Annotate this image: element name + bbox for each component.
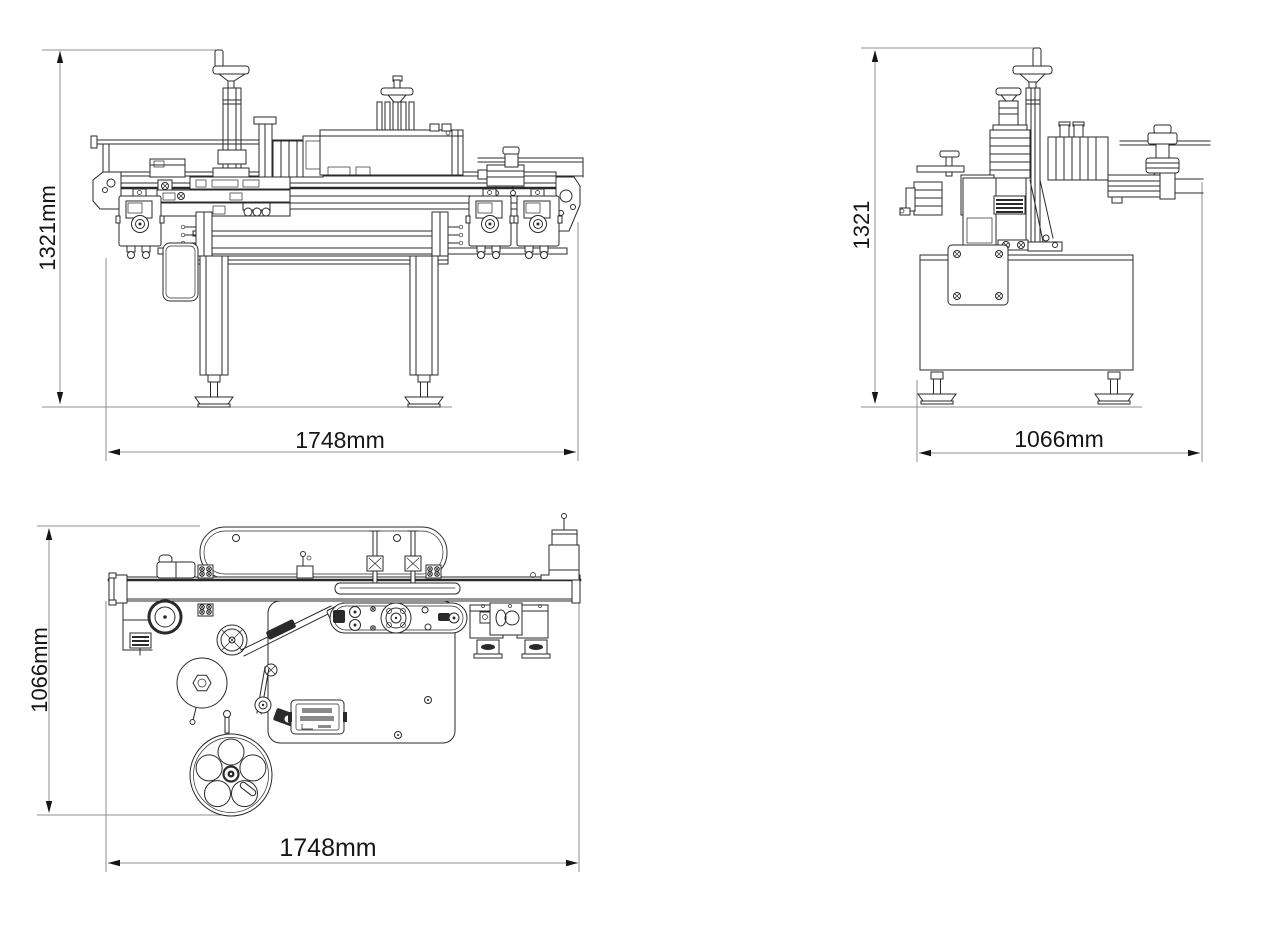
- side-machine: [899, 47, 1211, 405]
- top-belt-assembly: [329, 602, 468, 634]
- front-width-dimension: 1748mm: [108, 427, 576, 456]
- side-height-dimension: 1321: [849, 50, 879, 404]
- side-adjust-knob: [995, 87, 1022, 131]
- leveling-foot: [404, 374, 444, 408]
- leveling-foot: [1094, 371, 1134, 405]
- front-mid-assembly: [253, 116, 324, 178]
- front-width-dim-label: 1748mm: [295, 427, 384, 453]
- side-mount-plate: [947, 244, 1009, 306]
- bolt-icon: [161, 182, 169, 190]
- bolt-icon: [995, 292, 1003, 300]
- front-applicator-housing: [319, 75, 464, 176]
- logo-nameplate: [288, 699, 347, 735]
- top-drive-motor-left: [156, 554, 196, 579]
- front-under-table-box: [162, 242, 199, 302]
- top-pedestal: [296, 551, 314, 579]
- top-height-dim-label: 1066mm: [27, 627, 52, 713]
- top-rewind-wheel: [189, 733, 273, 817]
- front-labeling-head-column: [212, 49, 250, 178]
- side-applicator-block: [1047, 121, 1109, 181]
- side-body: [962, 177, 1063, 252]
- front-height-dimension: 1321mm: [35, 51, 64, 404]
- side-width-dimension: 1066mm: [919, 426, 1200, 457]
- front-view: 1321mm 1748mm: [35, 49, 584, 461]
- side-height-dim-label: 1321: [849, 201, 874, 250]
- top-label-blade: [334, 582, 461, 595]
- bolt-icon: [177, 192, 185, 200]
- top-feed-gear: [122, 599, 183, 656]
- side-width-dim-label: 1066mm: [1014, 426, 1103, 452]
- front-extension-lines: [42, 49, 579, 461]
- top-control-cluster: [469, 602, 551, 659]
- front-frame: [157, 211, 568, 265]
- top-extension-lines: [37, 525, 580, 872]
- side-motor: [989, 124, 1031, 179]
- side-view: 1321 1066mm: [849, 47, 1211, 462]
- bolt-icon: [953, 250, 961, 258]
- top-height-dimension: 1066mm: [27, 528, 53, 813]
- leveling-foot: [194, 374, 234, 408]
- side-guide-bar: [1119, 124, 1211, 181]
- top-label-reel: [176, 657, 228, 725]
- top-width-dim-label: 1748mm: [279, 834, 376, 862]
- top-width-dimension: 1748mm: [108, 834, 578, 867]
- front-carriage: [156, 176, 291, 217]
- control-box: [115, 188, 165, 259]
- front-height-dim-label: 1321mm: [35, 185, 60, 271]
- front-machine: [90, 49, 584, 408]
- top-clamp-plates: [197, 564, 442, 617]
- leveling-foot: [917, 371, 957, 405]
- front-legs: [194, 255, 444, 408]
- top-stepper-motor: [530, 513, 580, 581]
- top-machine: [107, 513, 582, 817]
- bolt-icon: [995, 250, 1003, 258]
- bolt-icon: [953, 292, 961, 300]
- top-conveyor: [107, 572, 582, 606]
- side-conveyor-arm: [1107, 172, 1204, 204]
- side-extension-lines: [861, 47, 1203, 462]
- bolt-icon: [1017, 241, 1025, 249]
- top-view: 1066mm 1748mm: [27, 513, 582, 872]
